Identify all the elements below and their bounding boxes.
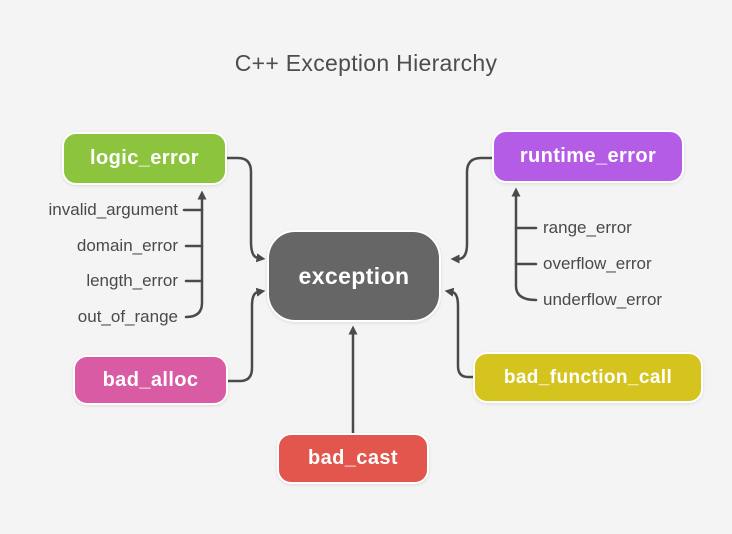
edge-runtime-error [450,156,494,264]
leaf-length-error: length_error [86,271,178,290]
edge-bad-function-call [444,287,475,379]
node-bad-function-call-label: bad_function_call [503,366,673,388]
leaf-underflow-error: underflow_error [543,290,663,309]
node-bad-cast: bad_cast [277,433,429,484]
node-bad-alloc-label: bad_alloc [102,368,199,391]
edge-right-spine [511,187,538,302]
edge-left-spine [184,190,207,319]
node-logic-error: logic_error [62,132,227,185]
page-title: C++ Exception Hierarchy [234,50,498,76]
node-exception: exception [267,230,441,322]
node-runtime-error: runtime_error [492,130,684,183]
leaf-out-of-range: out_of_range [77,307,178,326]
node-runtime-error-label: runtime_error [519,145,657,167]
leaf-overflow-error: overflow_error [543,254,652,273]
edge-bad-alloc [226,287,266,383]
edge-logic-error [225,156,266,263]
node-bad-cast-label: bad_cast [308,447,398,469]
leaf-range-error: range_error [543,218,632,237]
leaf-invalid-argument: invalid_argument [48,200,178,219]
leaf-domain-error: domain_error [76,236,178,255]
node-bad-alloc: bad_alloc [73,355,228,405]
node-bad-function-call: bad_function_call [473,352,703,403]
node-exception-label: exception [298,262,410,289]
node-logic-error-label: logic_error [90,147,199,169]
